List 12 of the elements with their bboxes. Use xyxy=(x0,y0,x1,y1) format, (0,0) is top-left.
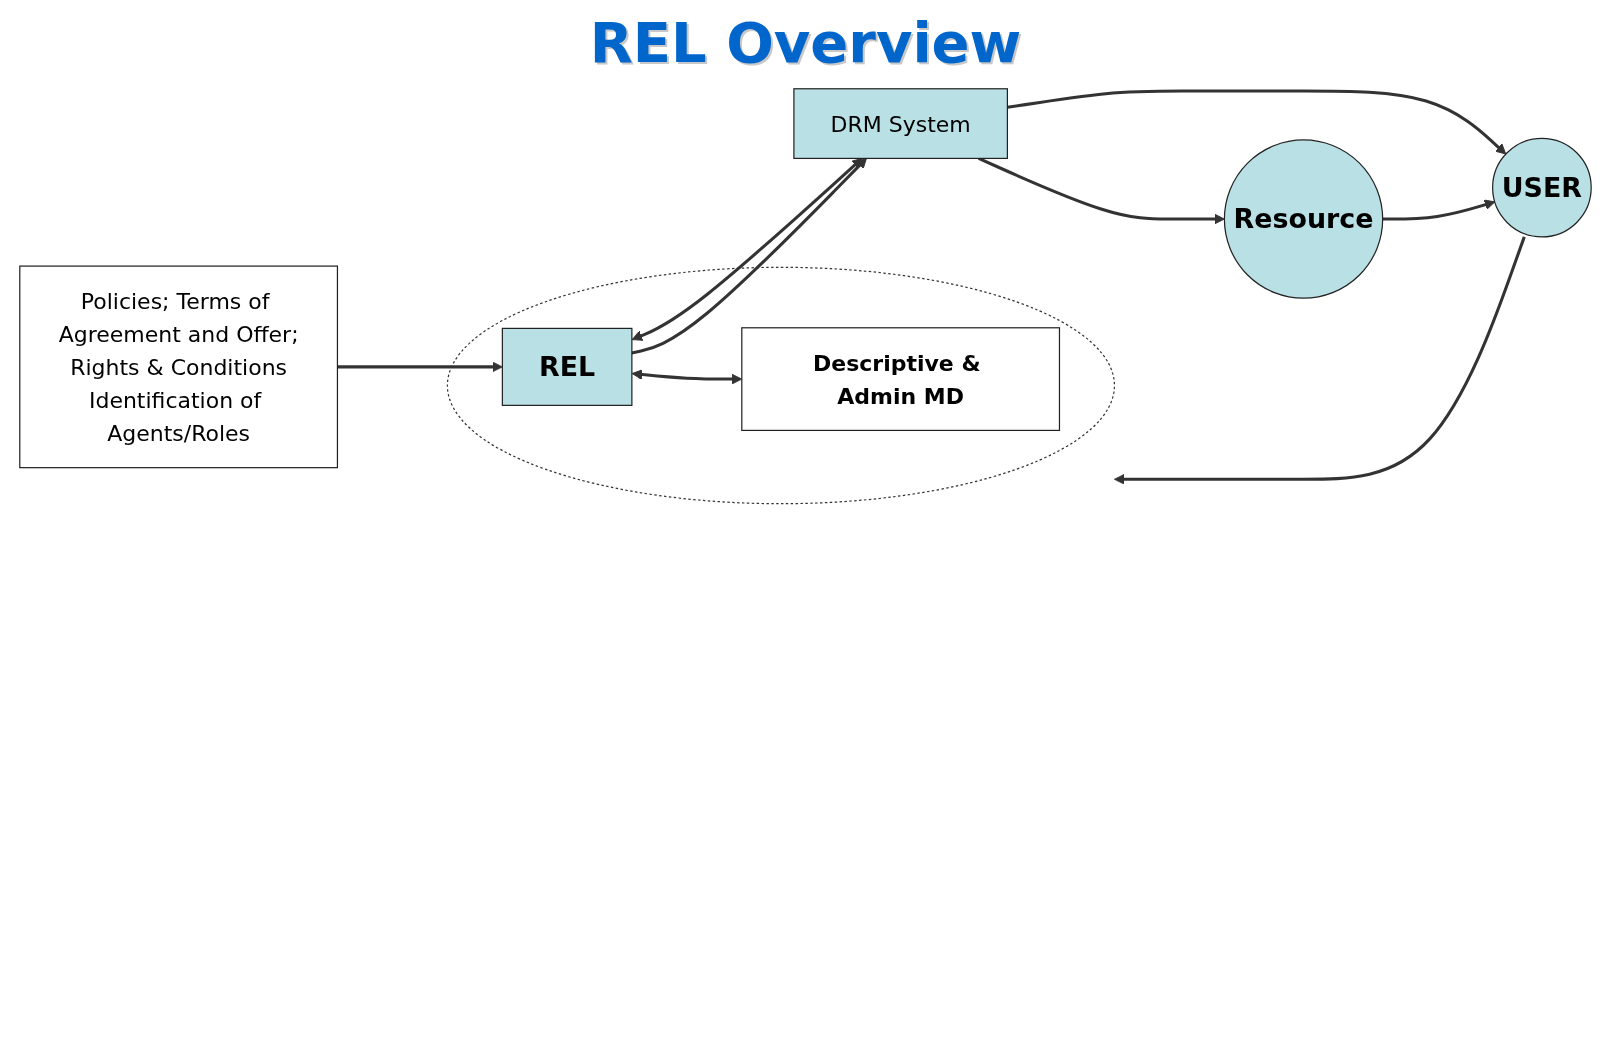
diagram-title: REL Overview xyxy=(588,10,1023,75)
arrow xyxy=(1113,236,1526,485)
node-circle: Resource xyxy=(1223,139,1384,299)
node-box: DRM System xyxy=(793,88,1008,159)
arrow xyxy=(1007,89,1507,155)
node-box: Descriptive & Admin MD xyxy=(741,327,1061,432)
arrow xyxy=(978,157,1225,225)
node-box: Policies; Terms of Agreement and Offer; Rights & Conditions Identification of Agents/Roles xyxy=(19,265,339,469)
node-box: REL xyxy=(501,327,633,406)
arrow xyxy=(1382,199,1496,221)
arrow xyxy=(337,361,503,373)
node-circle: USER xyxy=(1492,137,1592,238)
